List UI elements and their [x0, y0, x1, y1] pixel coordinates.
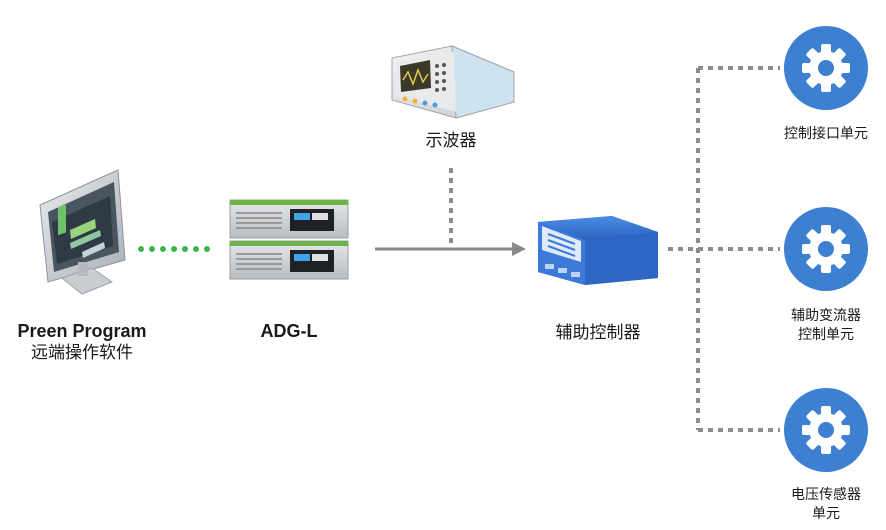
voltage-sensor-unit-label: 电压传感器 单元 [766, 485, 886, 523]
aux-inverter-unit-label-line1: 辅助变流器 [791, 307, 861, 323]
aux-inverter-unit-label-line2: 控制单元 [798, 326, 854, 342]
software-label-line1: Preen Program [17, 321, 147, 341]
oscilloscope-icon [391, 45, 515, 119]
oscilloscope-label: 示波器 [425, 131, 477, 150]
adgl-label: ADG-L [260, 321, 318, 341]
adgl-controller-arrow [375, 242, 526, 256]
gear-icon-aux-inverter [784, 207, 868, 291]
software-label-line2: 远端操作软件 [31, 343, 133, 362]
monitor-icon [39, 169, 126, 295]
adgl-device-icon [229, 199, 349, 280]
software-label: Preen Program 远端操作软件 [2, 320, 162, 364]
software-adgl-link [138, 246, 210, 252]
voltage-sensor-unit-label-line2: 单元 [812, 505, 840, 521]
aux-controller-icon [538, 216, 658, 285]
interface-unit-label: 控制接口单元 [784, 125, 868, 141]
gear-icon-voltage-sensor [784, 388, 868, 472]
aux-controller-label: 辅助控制器 [555, 323, 641, 342]
gear-icon-interface [784, 26, 868, 110]
aux-inverter-unit-label: 辅助变流器 控制单元 [766, 306, 886, 344]
voltage-sensor-unit-label-line1: 电压传感器 [791, 486, 861, 502]
